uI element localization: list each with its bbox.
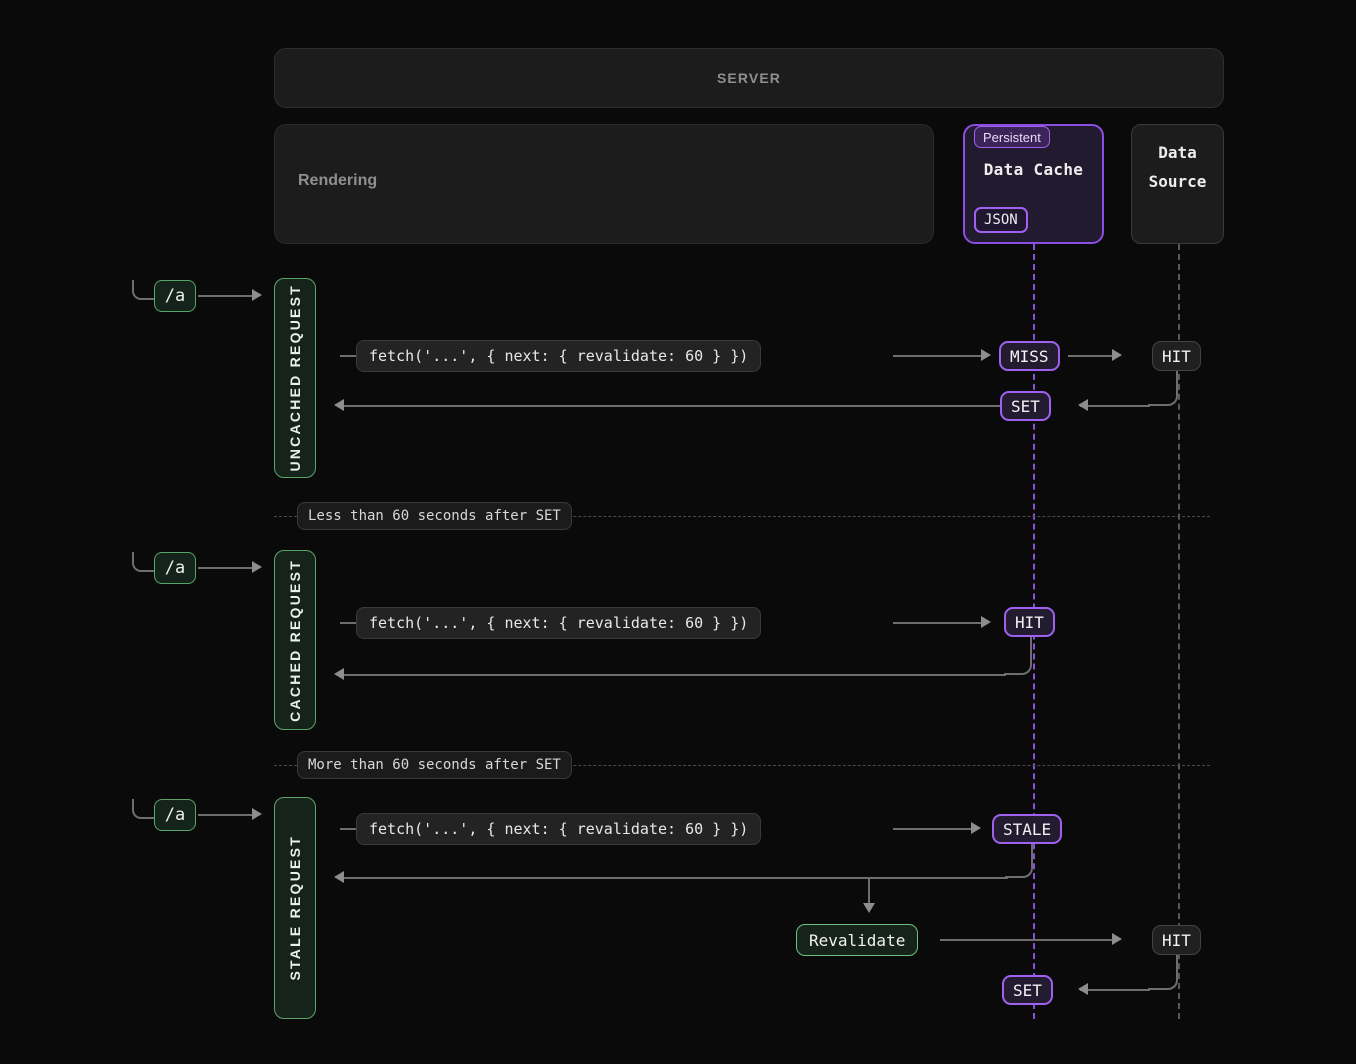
data-source-title: Data Source xyxy=(1131,138,1224,196)
cache-to-source-line-1 xyxy=(1068,355,1118,357)
route-pill-2[interactable]: /a xyxy=(154,552,196,584)
divider-label-2: More than 60 seconds after SET xyxy=(297,751,572,779)
data-source-line-2: Source xyxy=(1148,172,1207,191)
fetch-code-chip-3: fetch('...', { next: { revalidate: 60 } … xyxy=(356,813,762,845)
source-return-line-1 xyxy=(1080,405,1150,407)
source-return-line-3 xyxy=(1080,989,1150,991)
route-arrow-head-2 xyxy=(252,561,262,573)
route-arrow-line-2 xyxy=(198,567,254,569)
persistent-badge: Persistent xyxy=(974,126,1050,148)
fetch-code-chip-1: fetch('...', { next: { revalidate: 60 } … xyxy=(356,340,762,372)
cache-return-arrow-3 xyxy=(334,871,344,883)
request-stub-1 xyxy=(340,355,358,357)
rendering-label: Rendering xyxy=(298,172,378,189)
divider-label-1: Less than 60 seconds after SET xyxy=(297,502,572,530)
route-hook-icon-3 xyxy=(132,799,156,819)
cache-status-set-1: SET xyxy=(1000,391,1051,421)
cache-return-arrow-1 xyxy=(334,399,344,411)
cache-return-elbow-2 xyxy=(1004,637,1032,675)
request-arrow-head-2 xyxy=(981,616,991,628)
route-arrow-line-3 xyxy=(198,814,254,816)
json-format-badge: JSON xyxy=(974,207,1028,233)
route-arrow-head-3 xyxy=(252,808,262,820)
request-arrow-head-3 xyxy=(971,822,981,834)
cache-return-line-2 xyxy=(344,674,1006,676)
request-line-1 xyxy=(893,355,985,357)
revalidate-chip: Revalidate xyxy=(796,924,919,956)
stale-request-rail: STALE REQUEST xyxy=(274,797,316,1019)
route-hook-icon-2 xyxy=(132,552,156,572)
cache-status-hit-2: HIT xyxy=(1004,607,1055,637)
route-pill-3[interactable]: /a xyxy=(154,799,196,831)
request-stub-3 xyxy=(340,828,358,830)
cached-request-rail: CACHED REQUEST xyxy=(274,550,316,730)
request-line-2 xyxy=(893,622,985,624)
source-status-hit-3: HIT xyxy=(1152,925,1201,955)
route-hook-icon-1 xyxy=(132,280,156,300)
cache-return-line-1 xyxy=(344,405,1002,407)
divider-line-1 xyxy=(274,516,1210,517)
fetch-code-chip-2: fetch('...', { next: { revalidate: 60 } … xyxy=(356,607,762,639)
stale-request-label: STALE REQUEST xyxy=(287,835,303,981)
route-arrow-head-1 xyxy=(252,289,262,301)
cache-return-line-3 xyxy=(344,877,1008,879)
server-title: SERVER xyxy=(716,70,782,86)
server-panel: SERVER xyxy=(274,48,1224,108)
route-arrow-line-1 xyxy=(198,295,254,297)
route-pill-1[interactable]: /a xyxy=(154,280,196,312)
data-source-panel xyxy=(1131,124,1224,244)
source-return-arrow-1 xyxy=(1078,399,1088,411)
cache-status-stale: STALE xyxy=(992,814,1063,844)
cache-return-arrow-2 xyxy=(334,668,344,680)
revalidate-branch-arrow xyxy=(863,903,875,913)
source-return-elbow-3 xyxy=(1148,955,1178,990)
uncached-request-rail: UNCACHED REQUEST xyxy=(274,278,316,478)
source-return-arrow-3 xyxy=(1078,983,1088,995)
source-return-elbow-1 xyxy=(1148,371,1178,406)
rendering-panel xyxy=(274,124,934,244)
revalidate-to-source-arrow xyxy=(1112,933,1122,945)
cache-status-set-3: SET xyxy=(1002,975,1053,1005)
cache-status-miss: MISS xyxy=(999,341,1060,371)
divider-line-2 xyxy=(274,765,1210,766)
uncached-request-label: UNCACHED REQUEST xyxy=(287,284,303,472)
request-line-3 xyxy=(893,828,975,830)
request-arrow-head-1 xyxy=(981,349,991,361)
revalidate-branch-line xyxy=(868,877,870,905)
data-cache-title: Data Cache xyxy=(983,160,1084,179)
revalidate-to-source-line xyxy=(940,939,1116,941)
request-stub-2 xyxy=(340,622,358,624)
cached-request-label: CACHED REQUEST xyxy=(287,558,303,722)
data-source-line-1: Data xyxy=(1158,143,1197,162)
data-source-lifeline xyxy=(1178,244,1180,1019)
cache-to-source-arrow-1 xyxy=(1112,349,1122,361)
source-status-hit-1: HIT xyxy=(1152,341,1201,371)
cache-return-elbow-3 xyxy=(1005,844,1033,878)
